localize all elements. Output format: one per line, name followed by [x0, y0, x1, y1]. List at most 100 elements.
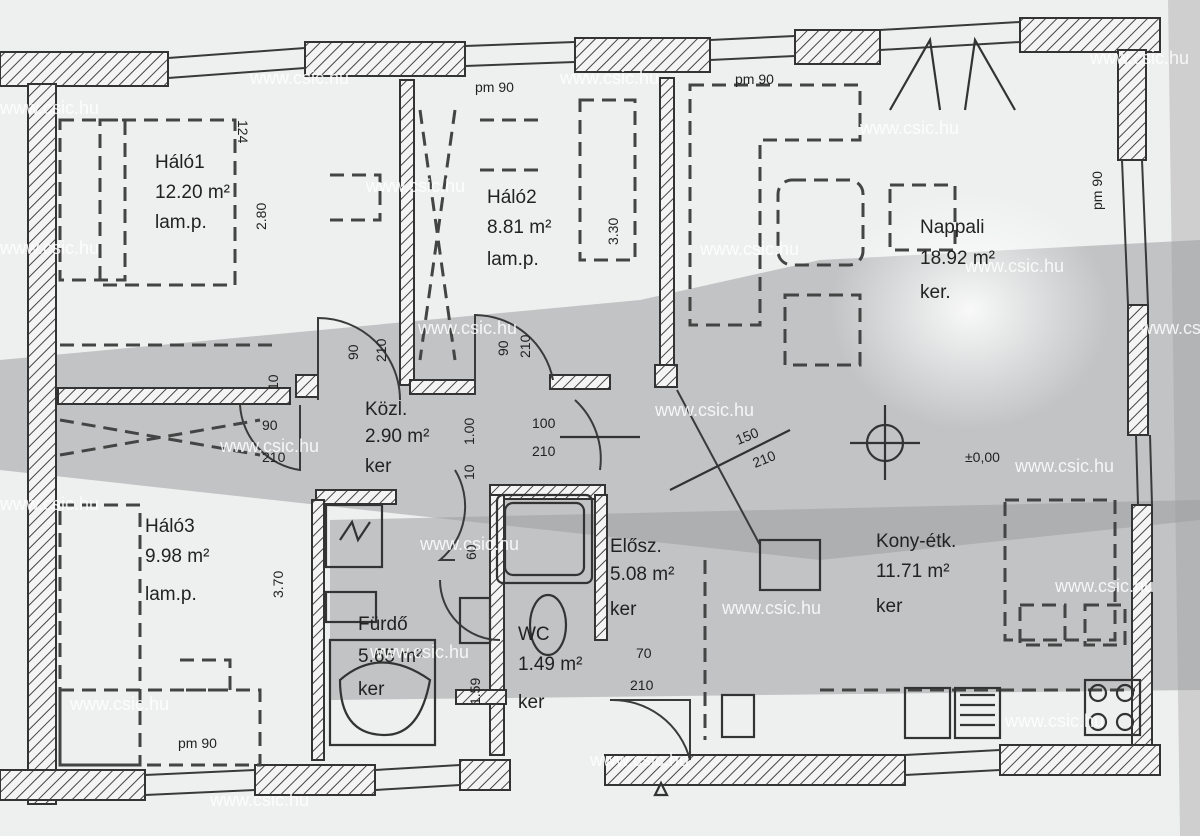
dim-door-70-h: 210	[630, 677, 654, 693]
dim-3-30: 3.30	[605, 218, 621, 245]
coffee-table	[776, 178, 865, 267]
fridge	[758, 538, 822, 592]
watermark: www.csic.hu	[964, 256, 1064, 276]
sink	[903, 686, 952, 740]
room-wc: WC 1.49 m² ker	[518, 624, 582, 713]
room-area: 18.92 m²	[920, 248, 995, 269]
fixtures	[324, 36, 1142, 797]
dim-pm90-b: pm 90	[735, 71, 774, 87]
room-kozl: Közl. 2.90 m² ker	[365, 399, 429, 477]
dim-door-c-h: 210	[262, 449, 286, 465]
doors	[239, 313, 761, 761]
watermark: www.csic.hu	[654, 400, 754, 420]
dim-door-60: 60	[463, 544, 479, 560]
dim-door-b-w: 90	[495, 340, 511, 356]
room-name: Fürdő	[358, 614, 408, 635]
room-name: WC	[518, 624, 550, 645]
watermark: www.csic.hu	[1054, 576, 1154, 596]
room-floor: lam.p.	[155, 212, 207, 233]
dim-1-00: 1.00	[461, 418, 477, 445]
watermark: www.csic.hu	[249, 68, 349, 88]
watermark: www.csic.hu	[417, 318, 517, 338]
armchair	[783, 293, 862, 367]
watermark: www.csic.hu	[721, 598, 821, 618]
room-name: Közl.	[365, 399, 407, 420]
boiler	[324, 503, 384, 569]
room-floor: ker.	[920, 282, 951, 303]
balcony-door	[889, 36, 1016, 111]
room-name: Háló1	[155, 152, 205, 173]
room-floor: ker	[876, 596, 903, 617]
watermark: www.csic.hu	[369, 642, 469, 662]
dimension-labels: 2.80 3.30 3.70 1.59 1.00 10 10 124 pm 90…	[178, 71, 1105, 751]
armchair-2	[888, 183, 957, 252]
room-area: 5.65 m²	[358, 646, 422, 667]
dining-table	[1003, 498, 1117, 642]
dim-door-100-h: 210	[532, 443, 556, 459]
room-area: 12.20 m²	[155, 182, 230, 203]
dim-10b: 10	[461, 464, 477, 480]
outer-walls	[0, 17, 1161, 805]
watermark: www.csic.hu	[209, 790, 309, 810]
dim-door-100: 100	[532, 415, 556, 431]
interior-walls	[57, 77, 678, 761]
watermark: www.csic.hu	[0, 238, 99, 258]
shower-tray	[495, 493, 594, 585]
watermark: www.csic.hu	[1014, 456, 1114, 476]
room-name: Háló3	[145, 516, 195, 537]
dim-door-b-h: 210	[517, 334, 533, 358]
room-floor: ker	[518, 692, 545, 713]
room-floor: ker	[358, 679, 385, 700]
dim-door-70: 70	[636, 645, 652, 661]
furniture	[58, 83, 1135, 767]
dim-3-70: 3.70	[270, 571, 286, 598]
dim-2-80: 2.80	[253, 203, 269, 230]
dim-124: 124	[235, 120, 251, 144]
room-floor: lam.p.	[487, 249, 539, 270]
watermark: www.csic.hu	[219, 436, 319, 456]
room-area: 2.90 m²	[365, 426, 429, 447]
watermark: www.csic.hu	[699, 239, 799, 259]
room-name: Kony-étk.	[876, 531, 956, 552]
room-name: Nappali	[920, 217, 984, 238]
room-floor: ker	[610, 599, 637, 620]
watermarks: www.csic.hu www.csic.hu www.csic.hu www.…	[0, 48, 1200, 810]
dim-pm90-right: pm 90	[1089, 171, 1105, 210]
dim-door-a-w: 90	[345, 344, 361, 360]
watermark: www.csic.hu	[1139, 318, 1200, 338]
sofa	[688, 83, 862, 327]
dim-pm90-bottom: pm 90	[178, 735, 217, 751]
room-floor: ker	[365, 456, 392, 477]
room-halo3: Háló3 9.98 m² lam.p.	[145, 516, 209, 605]
dim-10: 10	[265, 374, 281, 390]
room-halo1: Háló1 12.20 m² lam.p.	[155, 152, 230, 233]
kitchen-sink-small	[720, 693, 756, 739]
level-mark: ±0,00	[965, 449, 1000, 465]
watermark: www.csic.hu	[559, 68, 659, 88]
dim-pm90-a: pm 90	[475, 79, 514, 95]
dim-door-a-h: 210	[373, 338, 389, 362]
washbasin	[324, 590, 378, 624]
photo-shadow-2	[330, 500, 1200, 700]
watermark: www.csic.hu	[1004, 711, 1104, 731]
watermark: www.csic.hu	[0, 494, 99, 514]
windows	[144, 21, 1153, 796]
room-area: 9.98 m²	[145, 546, 209, 567]
watermark: www.csic.hu	[419, 534, 519, 554]
bed-halo2	[578, 98, 637, 262]
watermark: www.csic.hu	[1089, 48, 1189, 68]
watermark: www.csic.hu	[859, 118, 959, 138]
stove	[1083, 678, 1142, 737]
room-floor: lam.p.	[145, 584, 197, 605]
room-elosz: Elősz. 5.08 m² ker	[610, 536, 674, 620]
room-name: Elősz.	[610, 536, 662, 557]
wc-basin	[458, 596, 492, 645]
room-konyha: Kony-étk. 11.71 m² ker	[876, 531, 956, 617]
bed-halo3	[58, 503, 142, 767]
room-area: 8.81 m²	[487, 217, 551, 238]
watermark: www.csic.hu	[69, 694, 169, 714]
room-area: 1.49 m²	[518, 654, 582, 675]
toilet	[528, 593, 568, 657]
bathtub	[328, 638, 437, 747]
